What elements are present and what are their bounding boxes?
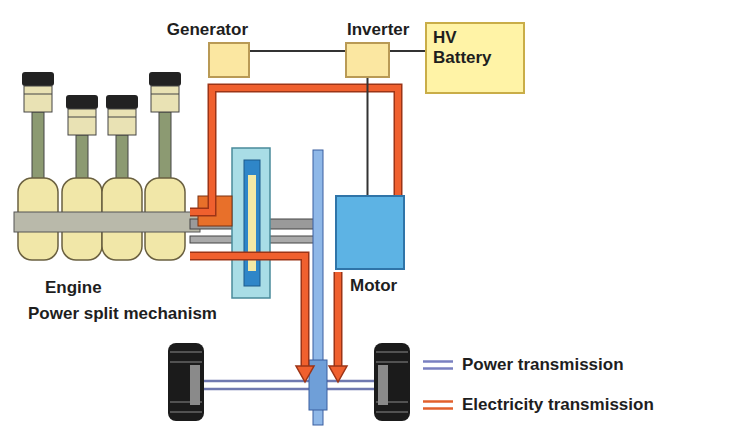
node-title: Generator [167, 20, 248, 40]
wheel [378, 365, 388, 405]
piston [22, 72, 54, 86]
axle [200, 381, 378, 389]
power-split-drawing [232, 148, 270, 298]
flow-arrow [334, 272, 343, 368]
legend-entry: Power transmission [422, 352, 654, 378]
arrow-head [296, 366, 347, 382]
piston [106, 95, 138, 109]
flow-arrow [335, 272, 341, 368]
part-label: Engine [45, 278, 102, 298]
power-split-drawing [244, 160, 260, 286]
piston [151, 86, 179, 112]
connector-line [367, 78, 369, 195]
piston [22, 72, 181, 135]
piston [108, 109, 136, 135]
wheel [170, 351, 202, 353]
piston [151, 94, 179, 95]
crankshaft [14, 212, 320, 243]
drive-shaft [309, 150, 327, 425]
wheel [170, 361, 202, 363]
wheel [190, 365, 200, 405]
connector-line [250, 50, 345, 52]
piston [24, 86, 52, 112]
piston [108, 117, 136, 118]
generator-box: Generator [208, 42, 250, 78]
legend-line [423, 367, 453, 370]
wheel [374, 343, 410, 421]
arrow-head [296, 366, 314, 382]
node-title: Motor [350, 276, 397, 296]
legend-text: Power transmission [462, 355, 624, 375]
legend-line-sample [422, 399, 454, 411]
piston [149, 72, 181, 86]
legend: Power transmissionElectricity transmissi… [422, 352, 654, 432]
node-title: HV Battery [427, 24, 498, 71]
legend-line-sample [422, 359, 454, 371]
wheel [170, 411, 202, 413]
legend-line [423, 400, 453, 403]
legend-entry: Electricity transmission [422, 392, 654, 418]
engine-drawing [14, 72, 320, 260]
connector-line [390, 50, 425, 52]
wheel [376, 411, 408, 413]
piston [68, 117, 96, 118]
wheel [376, 351, 408, 353]
motor-box: Motor [335, 195, 405, 270]
crankshaft [14, 212, 200, 232]
axle [200, 388, 378, 391]
legend-line [423, 360, 453, 363]
piston [24, 94, 52, 95]
piston [66, 95, 98, 109]
legend-line [423, 407, 453, 410]
axle [200, 380, 378, 383]
arrow-head [329, 366, 347, 382]
wheel [374, 343, 410, 421]
wheel [376, 361, 408, 363]
piston [68, 109, 96, 135]
inverter-box: Inverter [345, 42, 390, 78]
legend-text: Electricity transmission [462, 395, 654, 415]
node-title: Inverter [347, 20, 409, 40]
wheel [168, 343, 204, 421]
battery-box: HV Battery [425, 22, 525, 94]
part-label: Power split mechanism [28, 304, 217, 324]
wheel [168, 343, 204, 421]
